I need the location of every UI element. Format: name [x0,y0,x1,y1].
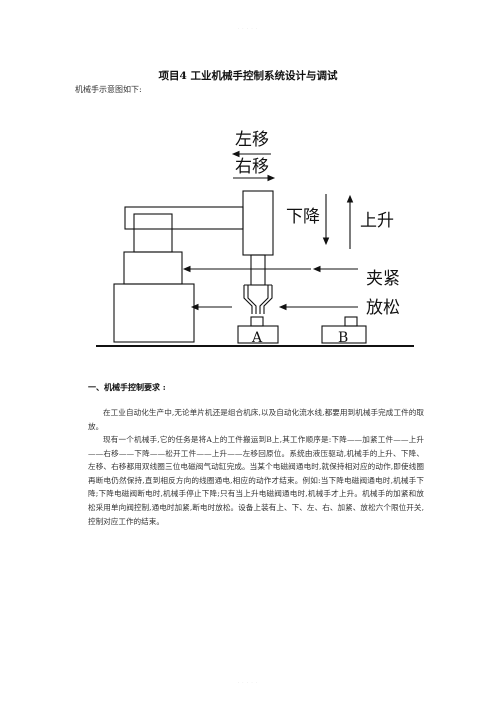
vertical-slide [242,190,274,256]
release-label: 放松 [366,298,400,318]
station-a-label: A [251,330,263,346]
document-title: 项目4 工业机械手控制系统设计与调试 [158,70,338,82]
station-a-workpiece [250,316,264,327]
page-footer-mark: · · · · · [237,680,259,685]
horizontal-arm [124,206,244,230]
station-a-table [237,325,279,344]
gripper [243,284,273,314]
station-b-table [321,325,367,344]
down-label: 下降 [286,207,320,227]
paragraph-2: 现有一个机械手,它的任务是将A上的工件搬运到B上,其工作顺序是:下降——加紧工件… [88,435,424,526]
manipulator-diagram: 左移 右移 下降 上升 夹紧 放松 A B [96,130,414,347]
column [133,213,173,253]
machine-base [113,283,195,343]
clamp-label: 夹紧 [366,269,400,289]
section-heading: 一、机械手控制要求 : [88,382,166,392]
up-label: 上升 [360,211,394,231]
intro-text: 机械手示意图如下: [75,85,142,94]
station-b-workpiece [344,316,358,327]
station-b-label: B [338,330,348,346]
right-move-label: 右移 [235,157,269,177]
paragraph-1: 在工业自动化生产中,无论单片机还是组合机床,以及自动化流水线,都要用到机械手完成… [88,408,424,431]
machine-pedestal [123,251,183,285]
left-move-label: 左移 [235,130,269,150]
page-header-mark: · · · · · [237,26,259,31]
